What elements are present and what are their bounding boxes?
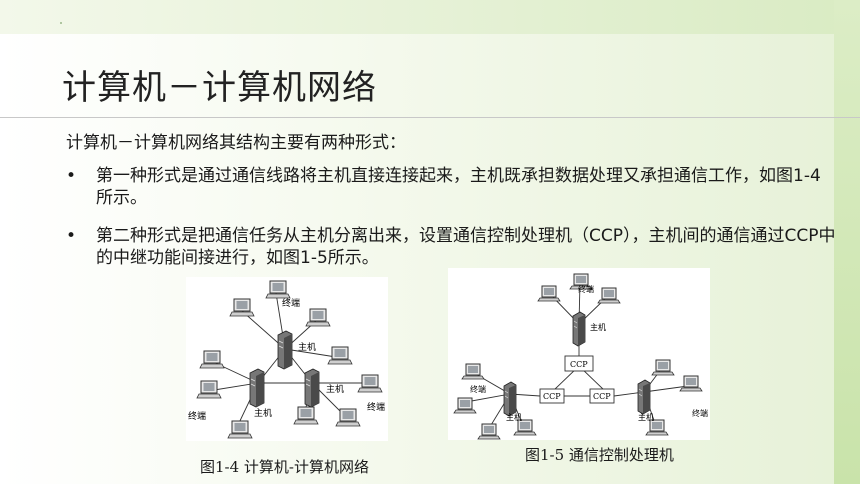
ccp-label: CCP (543, 392, 561, 401)
network-diagram-2: CCP CCP CCP 终端 主机 终端 主机 终端 主机 (453, 273, 708, 440)
host-label: 主机 (506, 412, 522, 422)
host-label: 主机 (298, 341, 316, 353)
title-divider (0, 117, 860, 118)
host-label: 主机 (590, 322, 606, 332)
network-diagram-1: 终端 主机 终端 主机 终端 主机 (188, 280, 385, 439)
host-label: 主机 (254, 407, 272, 419)
slide-title: 计算机－计算机网络 (62, 68, 377, 108)
host-label: 主机 (326, 383, 344, 395)
ccp-label: CCP (593, 392, 611, 401)
decor-dot (60, 22, 62, 24)
bullet-mark: • (66, 166, 77, 186)
host-label: 主机 (638, 412, 654, 422)
terminal-label: 终端 (692, 408, 708, 418)
terminal-label: 终端 (470, 384, 486, 394)
terminal-label: 终端 (367, 401, 385, 413)
intro-text: 计算机－计算机网络其结构主要有两种形式： (66, 133, 406, 153)
terminal-label: 终端 (578, 284, 594, 294)
top-decor-bar (0, 0, 860, 34)
terminal-label: 终端 (188, 410, 206, 422)
ccp-box (564, 355, 594, 372)
right-decor-bar (834, 0, 860, 484)
bullet-text: 第一种形式是通过通信线路将主机直接连接起来，主机既承担数据处理又承担通信工作，如… (96, 166, 821, 208)
ccp-box (589, 388, 615, 404)
figure-caption: 图1-4 计算机-计算机网络 (200, 458, 369, 476)
figure-caption: 图1-5 通信控制处理机 (525, 446, 674, 464)
ccp-box (539, 388, 565, 404)
ccp-label: CCP (570, 360, 588, 369)
terminal-label: 终端 (282, 297, 300, 309)
bullet-text: 第二种形式是把通信任务从主机分离出来，设置通信控制处理机（CCP），主机间的通信… (96, 226, 836, 268)
figure-1-5: CCP CCP CCP 终端 主机 终端 主机 终端 主机 (448, 268, 710, 440)
bullet-mark: • (66, 226, 77, 246)
figure-1-4: 终端 主机 终端 主机 终端 主机 (186, 277, 388, 441)
